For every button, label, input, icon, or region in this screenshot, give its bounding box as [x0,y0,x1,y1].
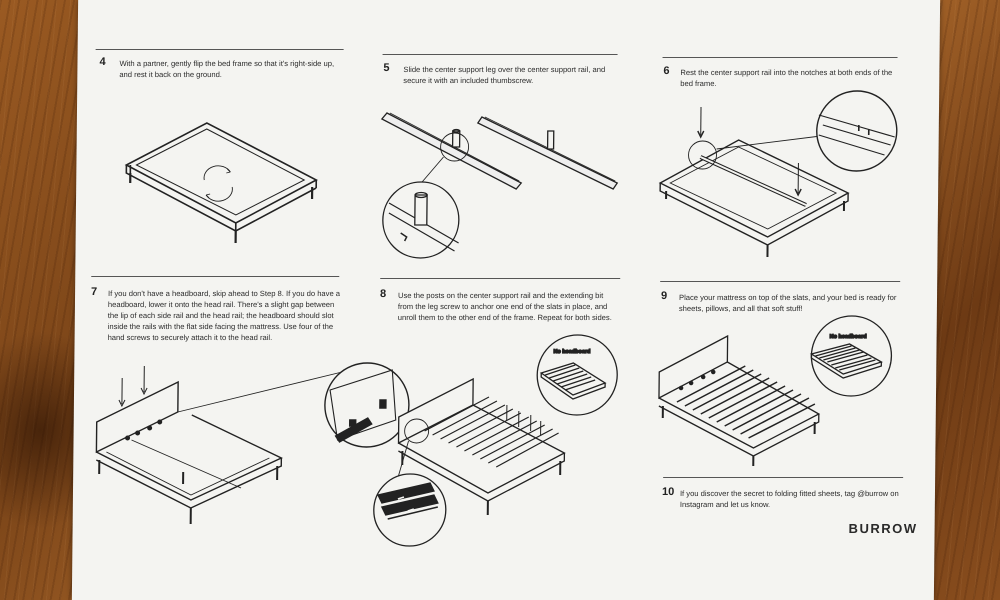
step-4-number: 4 [99,56,106,68]
step-9-illustration: No headboard [658,315,893,466]
instruction-sheet: 4 With a partner, gently flip the bed fr… [71,0,941,600]
step-7-text: If you don't have a headboard, skip ahea… [107,289,341,342]
step-4-rule [95,49,344,50]
step-10-rule [663,477,904,478]
step-6-illustration [658,90,898,257]
step-8-text: Use the posts on the center support rail… [397,291,612,322]
step-9-rule [660,281,901,282]
step-7-number: 7 [91,286,98,298]
step-10-text: If you discover the secret to folding fi… [679,489,899,509]
step-5-rule [382,54,618,55]
no-headboard-label-step9: No headboard [830,334,867,340]
burrow-logo: BURROW [848,521,918,536]
step-5-text: Slide the center support leg over the ce… [403,65,606,85]
no-headboard-label-step8: No headboard [553,349,590,355]
step-5-illustration [380,112,619,259]
step-10-number: 10 [661,486,675,498]
step-7-illustration [95,362,410,524]
step-8-rule [380,278,621,279]
step-8-number: 8 [380,288,387,300]
step-4-text: With a partner, gently flip the bed fram… [119,59,335,79]
step-8-illustration: No headboard [373,334,618,547]
step-9-number: 9 [660,290,668,302]
step-7-rule [91,276,340,277]
step-9-text: Place your mattress on top of the slats,… [678,293,897,313]
step-6-text: Rest the center support rail into the no… [680,68,893,88]
step-5-number: 5 [383,62,390,74]
step-4-illustration [124,122,318,243]
step-6-number: 6 [663,65,670,77]
step-6-rule [662,57,898,58]
